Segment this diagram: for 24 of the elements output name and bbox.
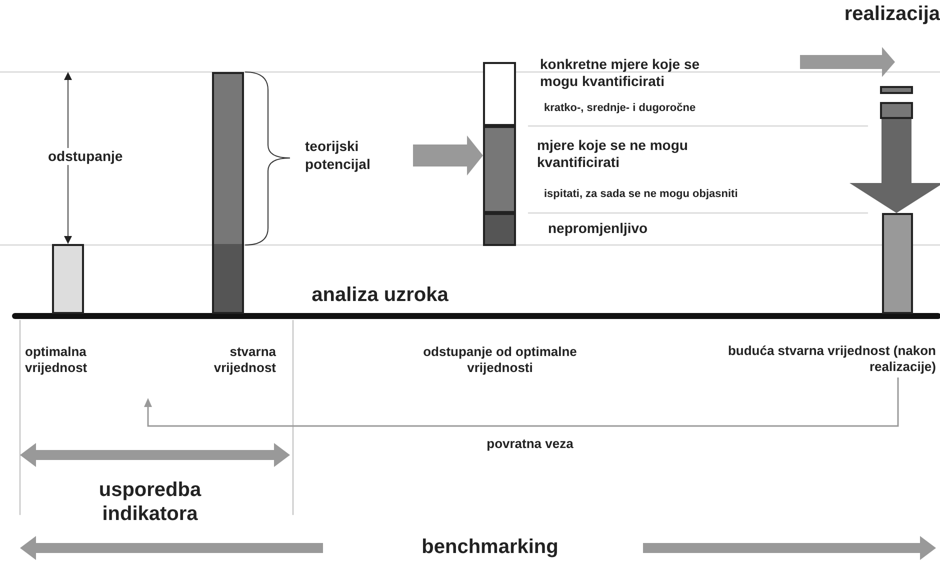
text-label: analiza uzroka: [310, 283, 450, 307]
bar: [882, 213, 913, 314]
bar-segment: [483, 126, 516, 213]
bar-segment: [483, 213, 516, 246]
block-arrow: [413, 136, 483, 176]
block-arrow: [850, 119, 940, 213]
text-label: realizacija: [843, 2, 940, 26]
bar-caption: kratko-, srednje- i dugoročne: [544, 102, 697, 116]
text-label: usporedba indikatora: [98, 478, 202, 526]
text-label: benchmarking: [420, 535, 560, 559]
bar: [880, 86, 913, 94]
bar-caption: optimalna vrijednost: [25, 344, 88, 376]
bar: [52, 244, 84, 314]
feedback-arrow: [144, 378, 899, 427]
bar: [880, 102, 913, 119]
node-label: buduća stvarna vrijednost (nakon realizacije): [700, 343, 936, 376]
bar-caption: nepromjenljivo: [548, 220, 649, 237]
bar-caption: konkretne mjere koje se mogu kvantificirati: [540, 56, 701, 90]
text-label: odstupanje od optimalne vrijednosti: [422, 344, 578, 376]
node-label: teorijski potencijal: [305, 138, 413, 173]
bar-caption: stvarna vrijednost: [212, 344, 276, 376]
bar-caption: ispitati, za sada se ne mogu objasniti: [544, 188, 739, 202]
bar: [212, 72, 244, 314]
bar-caption: mjere koje se ne mogu kvantificirati: [537, 137, 689, 171]
